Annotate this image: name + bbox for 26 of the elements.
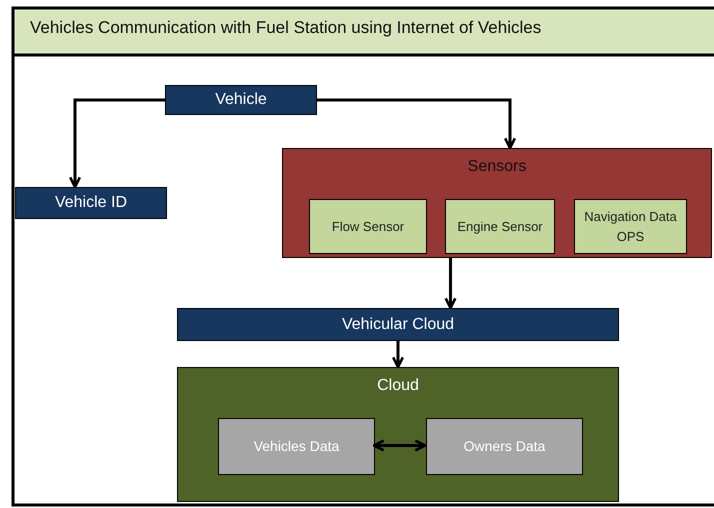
arrow: [392, 341, 404, 368]
group-panel: [282, 148, 712, 258]
arrow: [68, 98, 165, 188]
node-label: Vehicle: [215, 90, 267, 110]
arrow: [317, 98, 516, 150]
label-bar: [165, 85, 317, 115]
group-heading: Sensors: [468, 157, 526, 177]
node-label: Vehicles Data: [254, 437, 340, 456]
node-label: Vehicle ID: [54, 193, 128, 213]
node-label: Navigation Data OPS: [583, 208, 678, 246]
data-box: [218, 418, 375, 475]
diagram-title: Vehicles Communication with Fuel Station using Internet of Vehicles: [30, 18, 542, 38]
group-heading: Cloud: [377, 376, 419, 396]
sensor-box: [445, 199, 555, 254]
node-label: Flow Sensor: [332, 218, 404, 236]
node-label: Engine Sensor: [457, 218, 543, 236]
sensor-box: [574, 199, 687, 254]
group-panel: [177, 367, 619, 502]
node-label: Owners Data: [464, 437, 546, 456]
node-label: Vehicular Cloud: [342, 314, 454, 334]
arrow: [372, 439, 426, 452]
arrow: [444, 258, 457, 310]
label-bar: [177, 308, 619, 341]
sensor-box: [309, 199, 427, 254]
data-box: [426, 418, 583, 475]
label-bar: [15, 187, 167, 219]
